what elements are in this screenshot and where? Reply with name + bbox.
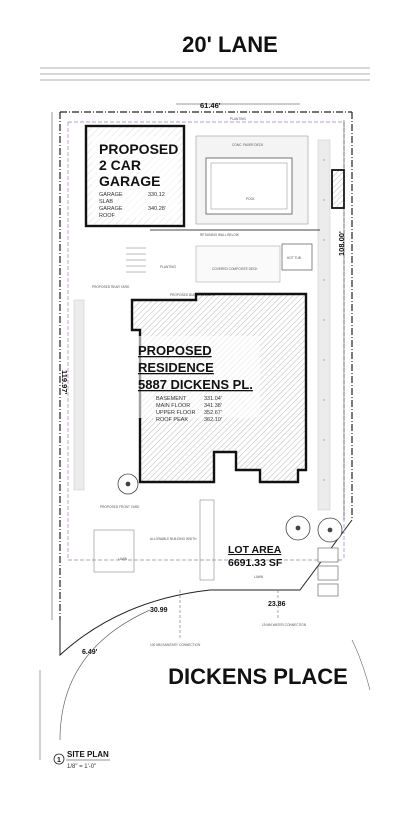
tree-icon <box>117 473 343 543</box>
garage-elev-label: SLAB <box>99 199 113 205</box>
pool-label: POOL <box>246 197 255 201</box>
pool <box>205 157 293 215</box>
lawn-label: LAWN <box>254 575 264 579</box>
residence-elev-label: ROOF PEAK <box>156 417 188 423</box>
lane-edges <box>40 67 370 81</box>
utility-meters <box>317 547 339 597</box>
building-width-label: PROPOSED BUILDING WIDTH <box>170 293 216 297</box>
sheet-number: 1 <box>57 757 61 764</box>
sheet-title: SITE PLAN <box>67 750 109 759</box>
residence-elevation-table: BASEMENT 331.04' MAIN FLOOR 341.38' UPPE… <box>156 396 222 423</box>
property-boundary <box>59 111 353 620</box>
front-arc-label: 30.99 <box>150 607 168 614</box>
garage-elevation-table: GARAGE 330.12 SLAB GARAGE 340.28' ROOF <box>99 192 166 219</box>
exterior-stairs <box>126 247 146 273</box>
residence-elev-label: UPPER FLOOR <box>156 410 195 416</box>
right-depth-label: 108.00' <box>337 231 346 256</box>
garage-elev-value: 330.12 <box>148 192 165 198</box>
front-yard-label: PROPOSED FRONT YARD <box>100 505 140 509</box>
residence-title-line-3: 5887 DICKENS PL. <box>138 377 253 392</box>
garage-elev-label: ROOF <box>99 213 116 219</box>
walkway-dots <box>323 159 325 481</box>
lawn-label: LAWN <box>118 557 128 561</box>
planting-label: PLANTING <box>160 265 176 269</box>
residence-elev-value: 331.04' <box>204 396 222 402</box>
covered-deck <box>195 245 281 283</box>
garage-title-line-3: GARAGE <box>99 173 160 189</box>
residence-elev-label: BASEMENT <box>156 396 187 402</box>
road-curb-right <box>351 639 371 691</box>
covered-deck-label: COVERED COMPOSITE DECK <box>212 267 258 271</box>
residence-title-line-2: RESIDENCE <box>138 360 214 375</box>
paver-deck-label: CONC. PAVER DECK <box>232 143 264 147</box>
garage-elev-value: 340.28' <box>148 206 166 212</box>
lot-area-label: LOT AREA <box>228 544 282 556</box>
rear-width-label: 61.46' <box>200 101 221 110</box>
allowable-width-label: ALLOWABLE BUILDING WIDTH <box>150 537 197 541</box>
front-segment-label: 23.86 <box>268 601 286 608</box>
garage-title-line-1: PROPOSED <box>99 141 178 157</box>
lot-area-value: 6691.33 SF <box>228 557 283 569</box>
rear-yard-label: PROPOSED REAR YARD <box>92 285 130 289</box>
residence-elev-value: 341.38' <box>204 403 222 409</box>
lane-street-label: 20' LANE <box>182 32 278 57</box>
hot-tub-label: HOT TUB <box>287 256 301 260</box>
front-walkway <box>93 499 215 581</box>
retaining-wall-label: RETAINING WALL BELOW <box>200 233 239 237</box>
residence-elev-value: 362.10' <box>204 417 222 423</box>
front-property-line <box>59 519 353 657</box>
sanitary-label: 100 MM SANITARY CONNECTION <box>150 643 201 647</box>
hot-tub <box>281 243 313 271</box>
left-depth-label: 119.97' <box>60 370 69 395</box>
side-walkway <box>73 139 331 511</box>
water-label: 19 MM WATER CONNECTION <box>262 623 307 627</box>
sheet-scale: 1/8" = 1'-0" <box>67 764 96 770</box>
residence-title-line-1: PROPOSED <box>138 343 212 358</box>
dickens-street-label: DICKENS PLACE <box>168 664 348 689</box>
garage-elev-label: GARAGE <box>99 206 123 212</box>
garage-elev-label: GARAGE <box>99 192 123 198</box>
garage-title-line-2: 2 CAR <box>99 157 141 173</box>
planting-label: PLANTING <box>230 117 246 121</box>
corner-radius-arc <box>59 609 151 741</box>
residence-elev-value: 352.67' <box>204 410 222 416</box>
residence-elev-label: MAIN FLOOR <box>156 403 190 409</box>
equipment-pad <box>331 169 345 209</box>
sheet-number-bubble <box>53 753 65 765</box>
